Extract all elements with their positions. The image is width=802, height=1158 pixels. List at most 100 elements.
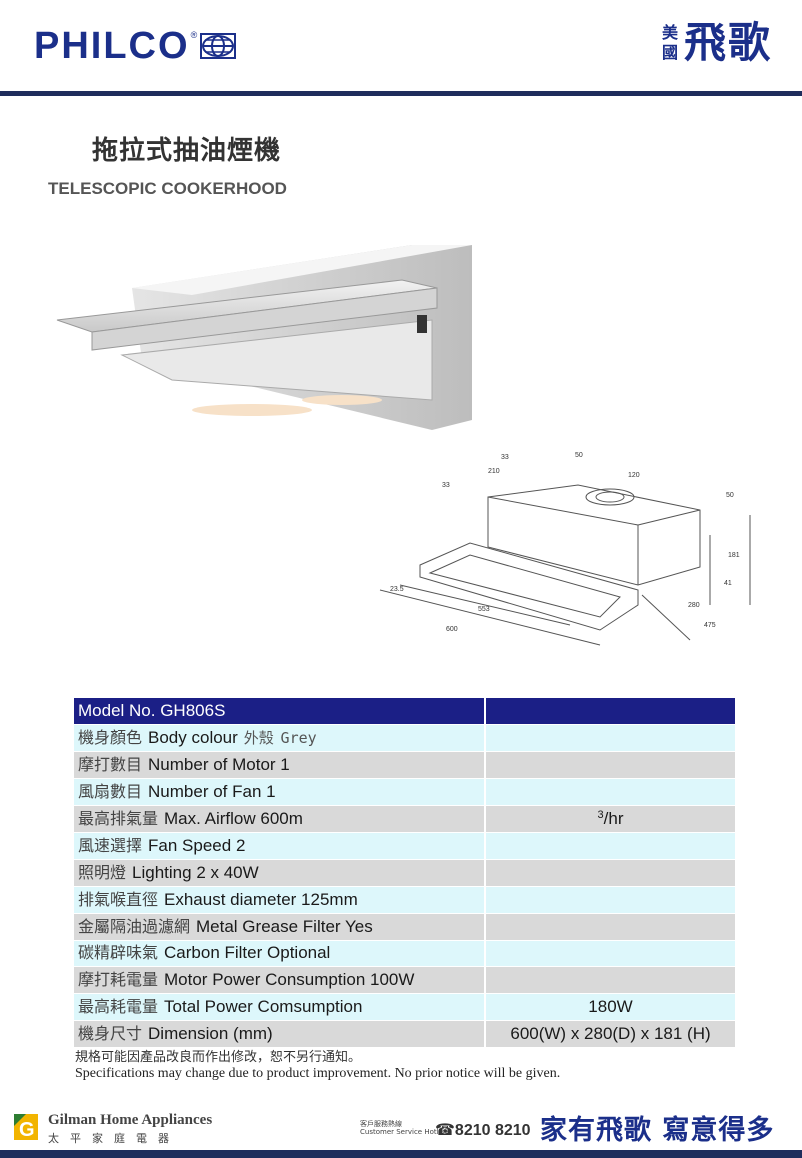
gilman-logo-icon: G	[14, 1114, 38, 1141]
disclaimer-cn: 規格可能因產品改良而作出修改，恕不另行通知。	[75, 1050, 362, 1065]
hotline-number: ☎8210 8210	[435, 1122, 531, 1139]
spec-right-value	[484, 940, 735, 968]
spec-label-cn: 最高排氣量	[78, 809, 159, 828]
spec-label-cn: 金屬隔油過濾網	[78, 916, 191, 936]
globe-icon	[200, 33, 237, 59]
spec-right-value	[484, 832, 735, 860]
spec-label-cn: 風扇數目	[78, 782, 143, 802]
spec-right-value	[484, 859, 735, 887]
dim-label: 181	[728, 552, 740, 559]
spec-label: Exhaust diameter	[164, 889, 297, 909]
dim-label: 50	[575, 452, 583, 459]
table-row: 最高排氣量 Max. Airflow 600m 3/hr	[74, 805, 735, 833]
hotline-label-en: Customer Service Hotline	[360, 1128, 450, 1136]
dimension-drawing: 33 50 210 120 33 50 181 41 23.5 553 280 …	[379, 452, 751, 646]
spec-label-cn: 照明燈	[78, 862, 127, 882]
dim-label: 50	[726, 492, 734, 499]
spec-value: 125mm	[301, 889, 358, 909]
spec-right-value	[484, 724, 735, 753]
product-title-en: TELESCOPIC COOKERHOOD	[48, 179, 287, 198]
spec-label: Carbon Filter	[164, 943, 263, 963]
cn-brand-country: 美 國	[661, 23, 678, 62]
registered-mark: ®	[190, 30, 198, 40]
spec-label: Fan Speed	[148, 835, 232, 855]
spec-label-cn: 最高耗電量	[78, 997, 159, 1017]
disclaimer-en: Specifications may change due to product…	[75, 1066, 561, 1081]
spec-right-value	[484, 913, 735, 941]
spec-header-row: Model No. GH806S	[74, 698, 735, 726]
spec-value: 2	[235, 835, 246, 855]
spec-right-value: 3/hr	[484, 805, 735, 833]
spec-label: Metal Grease Filter	[196, 916, 341, 936]
company-name-cn: 太平家庭電器	[48, 1132, 180, 1145]
dim-label: 33	[501, 454, 509, 461]
spec-right-value	[484, 751, 735, 780]
spec-value: 1	[266, 782, 276, 802]
chinese-brand-logo: 美 國 飛歌	[662, 18, 772, 68]
hotline-label-cn: 客戶服務熱線	[360, 1120, 402, 1128]
footer: G Gilman Home Appliances 太平家庭電器 客戶服務熱線 C…	[0, 1100, 802, 1158]
hotline-label: 客戶服務熱線 Customer Service Hotline	[360, 1120, 449, 1136]
spec-right-value: 180W	[484, 993, 735, 1022]
spec-value: 100W	[370, 970, 415, 990]
svg-text:G: G	[19, 1119, 35, 1141]
spec-value: 2 x 40W	[196, 862, 259, 882]
dim-label: 475	[704, 622, 716, 629]
spec-label: Lighting	[132, 862, 192, 882]
spec-value: Yes	[344, 916, 373, 936]
spec-label-cn: 風速選擇	[78, 835, 143, 855]
spec-value: Optional	[267, 943, 331, 963]
spec-label: Number of Fan	[148, 782, 262, 802]
product-title-cn: 拖拉式抽油煙機	[92, 136, 282, 166]
brand-name: PHILCO	[34, 25, 190, 67]
dim-label: 210	[488, 468, 500, 475]
spec-right-value	[484, 778, 735, 807]
spec-right-value	[484, 966, 735, 995]
product-photo	[56, 245, 472, 430]
dim-label: 41	[724, 580, 732, 587]
cn-brand-name: 飛歌	[683, 18, 772, 67]
spec-label-cn: 排氣喉直徑	[78, 889, 159, 909]
dim-label: 553	[478, 606, 490, 613]
philco-logo: PHILCO ®	[34, 25, 237, 67]
spec-value-cn: 外殼	[243, 729, 274, 748]
slogan: 家有飛歌 寫意得多	[540, 1115, 775, 1146]
dim-label: 600	[446, 626, 458, 633]
dim-label: 120	[628, 472, 640, 479]
dim-label: 280	[688, 602, 700, 609]
spec-label-cn: 機身尺寸	[78, 1024, 143, 1044]
superscript: 3	[597, 809, 604, 821]
spec-value: Grey	[280, 729, 317, 748]
spec-label: Number of Motor	[148, 755, 276, 775]
spec-label-cn: 摩打耗電量	[78, 970, 159, 990]
model-value	[484, 698, 735, 726]
spec-label: Motor Power Consumption	[164, 970, 366, 990]
header-divider	[0, 91, 802, 96]
spec-label: Max. Airflow	[164, 809, 256, 828]
spec-label: Total Power Comsumption	[164, 997, 363, 1017]
dim-label: 33	[442, 482, 450, 489]
spec-label: Body colour	[148, 728, 238, 748]
spec-label-cn: 碳精辟味氣	[78, 943, 159, 963]
spec-value: 1	[280, 755, 290, 775]
spec-label-cn: 機身顏色	[78, 728, 143, 748]
footer-divider	[0, 1150, 802, 1158]
spec-label-cn: 摩打數目	[78, 755, 143, 775]
spec-label: Dimension (mm)	[148, 1024, 273, 1044]
spec-right-value: 600(W) x 280(D) x 181 (H)	[484, 1020, 735, 1049]
company-name-en: Gilman Home Appliances	[48, 1112, 213, 1128]
spec-right-value	[484, 886, 735, 914]
spec-value: 600m	[260, 809, 303, 828]
dim-label: 23.5	[390, 586, 404, 593]
model-number: Model No. GH806S	[74, 698, 485, 726]
